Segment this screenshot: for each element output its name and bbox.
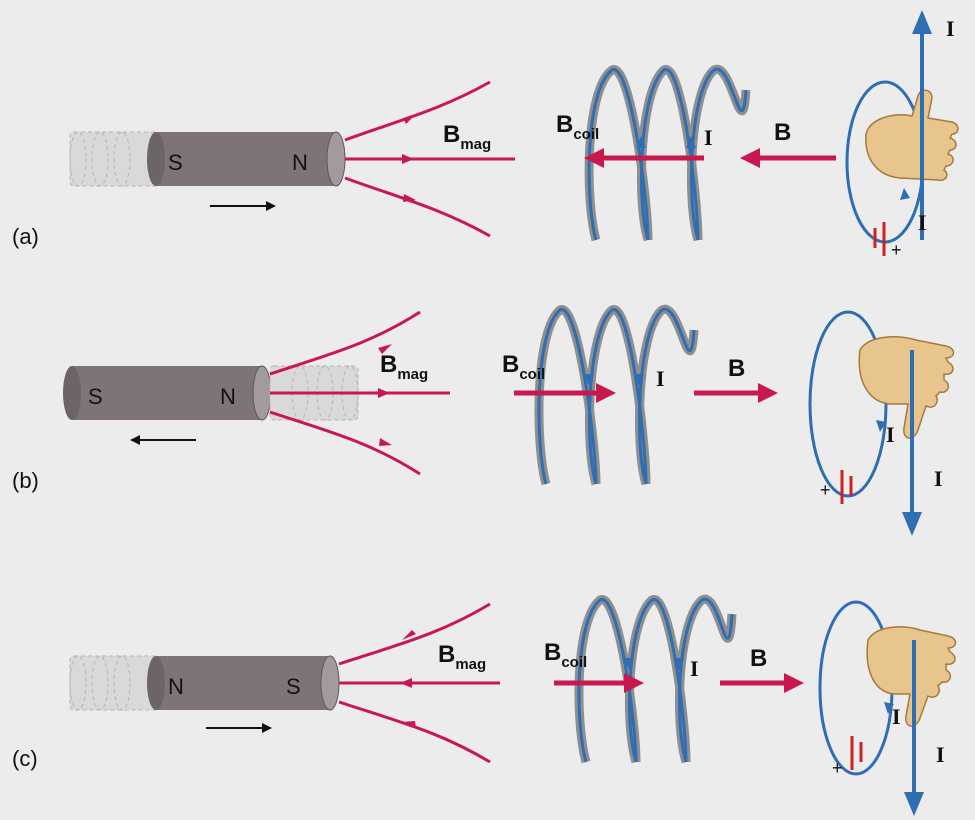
b-coil-arrow [584,148,704,168]
loop-current-label: I [892,704,901,729]
bar-magnet: N S [147,655,340,711]
field-arrowhead [402,154,414,164]
coil [584,64,751,242]
field-arrowhead [402,630,416,640]
motion-arrow [130,435,196,445]
magnet-right-pole: N [220,384,236,409]
b-label: B [750,645,767,672]
b-coil-label: Bcoil [556,111,599,143]
coil-current-arrow [624,658,634,670]
b-mag-label: Bmag [380,351,428,383]
coil-current-label: I [690,656,699,681]
b-coil-label: Bcoil [502,351,545,383]
field-arrowhead [378,344,392,354]
magnet-ghost [69,131,161,187]
coil-current-arrow [636,136,646,148]
b-mag-field-lines [269,310,450,476]
coil-current-arrow [674,658,684,670]
motion-arrow [206,723,272,733]
field-arrowhead [403,114,416,124]
magnet-left-pole: N [168,674,184,699]
coil-current-label: I [656,366,665,391]
loop-current-arrow [884,702,894,714]
battery-icon [840,470,853,504]
b-arrow [694,383,778,403]
panel-label: (a) [12,224,39,249]
b-coil-arrow [554,673,644,693]
b-mag-label: Bmag [438,641,486,673]
coil [534,304,699,486]
b-arrow [740,148,836,168]
b-coil-label: Bcoil [544,639,587,671]
magnet-left-pole: S [168,150,183,175]
panel-label: (b) [12,468,39,493]
coil-current-label: I [704,125,713,150]
panel-a: (a) S N Bmag [12,10,959,260]
magnet-ghost [69,655,161,711]
bar-magnet: S N [63,365,272,421]
panel-b: (b) S N Bmag [12,304,955,536]
b-mag-field-lines [338,602,500,764]
loop-current-label: I [886,422,895,447]
coil-current-arrow [686,136,696,148]
field-arrowhead [379,438,392,446]
field-arrowhead [400,678,412,688]
battery-icon [873,222,886,256]
panel-c: (c) N S Bmag [12,594,957,816]
b-coil-arrow [514,383,616,403]
current-out-arrow [912,10,932,240]
right-hand-rule-hand-icon [865,89,959,182]
right-hand-rule-hand-icon [858,336,955,439]
current-out-arrow [902,350,922,536]
loop-current-label: I [918,210,927,235]
right-hand-rule-hand-icon [866,626,957,727]
b-mag-field-lines [344,80,515,238]
magnet-right-pole: S [286,674,301,699]
battery-icon [850,736,863,770]
bar-magnet: S N [147,131,346,187]
b-arrow [720,673,804,693]
panel-label: (c) [12,746,38,771]
field-arrowhead [378,388,390,398]
field-arrowhead [403,194,416,202]
loop-current-arrow [900,188,910,200]
current-out-label: I [936,742,945,767]
field-arrowhead [402,721,416,728]
magnet-right-pole: N [292,150,308,175]
current-out-label: I [934,466,943,491]
battery-plus: + [891,240,902,260]
magnet-left-pole: S [88,384,103,409]
loop-current-arrow [876,420,886,432]
coil-current-arrow [634,374,644,386]
coil [574,594,737,764]
battery-plus: + [820,480,831,500]
battery-plus: + [832,758,843,778]
b-label: B [774,119,791,146]
current-out-arrow [904,640,924,816]
b-label: B [728,355,745,382]
motion-arrow [210,201,276,211]
current-out-label: I [946,16,955,41]
coil-current-arrow [584,374,594,386]
b-mag-label: Bmag [443,121,491,153]
